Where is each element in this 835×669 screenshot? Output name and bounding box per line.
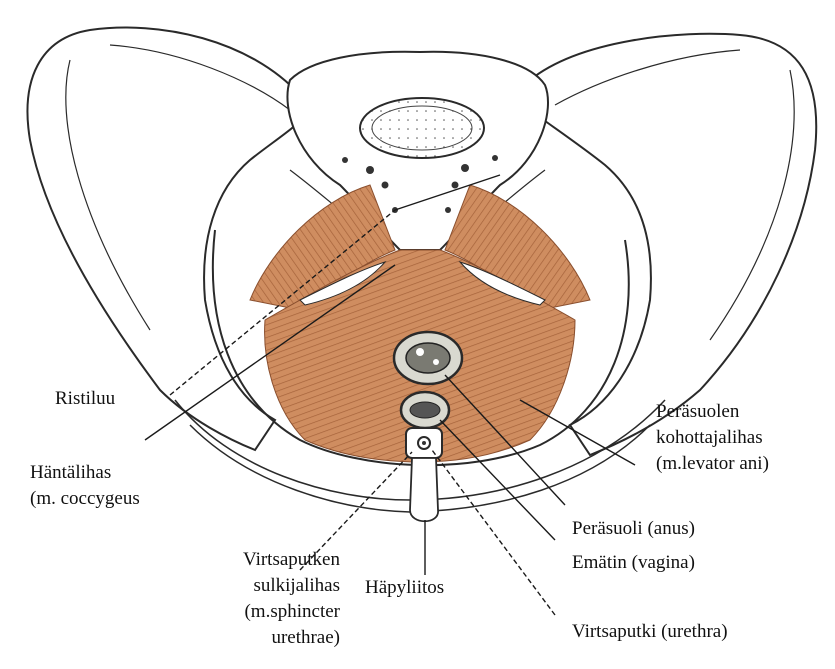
right-iliac-wing <box>530 34 816 455</box>
label-anus: Peräsuoli (anus) <box>572 517 695 541</box>
label-urethra: Virtsaputki (urethra) <box>572 620 728 644</box>
label-hantalihas-line1: Häntälihas <box>30 461 111 485</box>
label-sphincter-line4: urethrae) <box>160 626 340 650</box>
label-hapyliitos: Häpyliitos <box>365 576 444 600</box>
label-levator-line3: (m.levator ani) <box>656 452 769 476</box>
label-vagina: Emätin (vagina) <box>572 551 695 575</box>
vertebral-body <box>360 98 484 158</box>
label-sphincter-line1: Virtsaputken <box>160 548 340 572</box>
label-levator-line1: Peräsuolen <box>656 400 739 424</box>
label-hantalihas-line2: (m. coccygeus <box>30 487 140 511</box>
label-sphincter-line3: (m.sphincter <box>160 600 340 624</box>
pubic-symphysis <box>410 458 438 521</box>
label-sphincter-line2: sulkijalihas <box>160 574 340 598</box>
label-levator-line2: kohottajalihas <box>656 426 763 450</box>
label-ristiluu: Ristiluu <box>55 387 115 411</box>
